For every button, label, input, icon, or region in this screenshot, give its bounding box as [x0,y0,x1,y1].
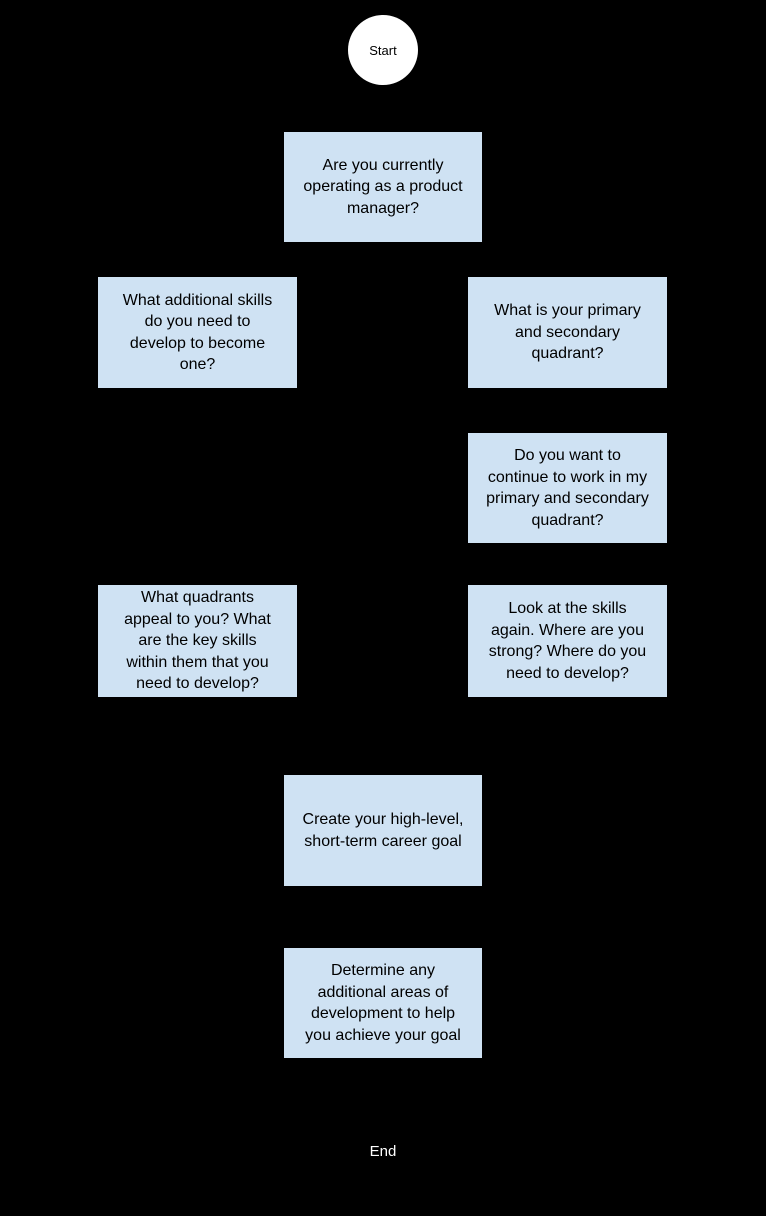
flow-node-quadrants-appeal: What quadrants appeal to you? What are t… [98,585,297,697]
end-node: End [369,1142,397,1160]
flow-node-additional-skills: What additional skills do you need to de… [98,277,297,388]
flow-node-primary-secondary-quadrant: What is your primary and secondary quadr… [468,277,667,388]
flow-node-career-goal: Create your high-level, short-term caree… [284,775,482,886]
flow-node-continue-quadrant: Do you want to continue to work in my pr… [468,433,667,543]
flow-node-currently-pm: Are you currently operating as a product… [284,132,482,242]
start-node: Start [348,15,418,85]
flow-node-skills-review: Look at the skills again. Where are you … [468,585,667,697]
flow-node-additional-development: Determine any additional areas of develo… [284,948,482,1058]
